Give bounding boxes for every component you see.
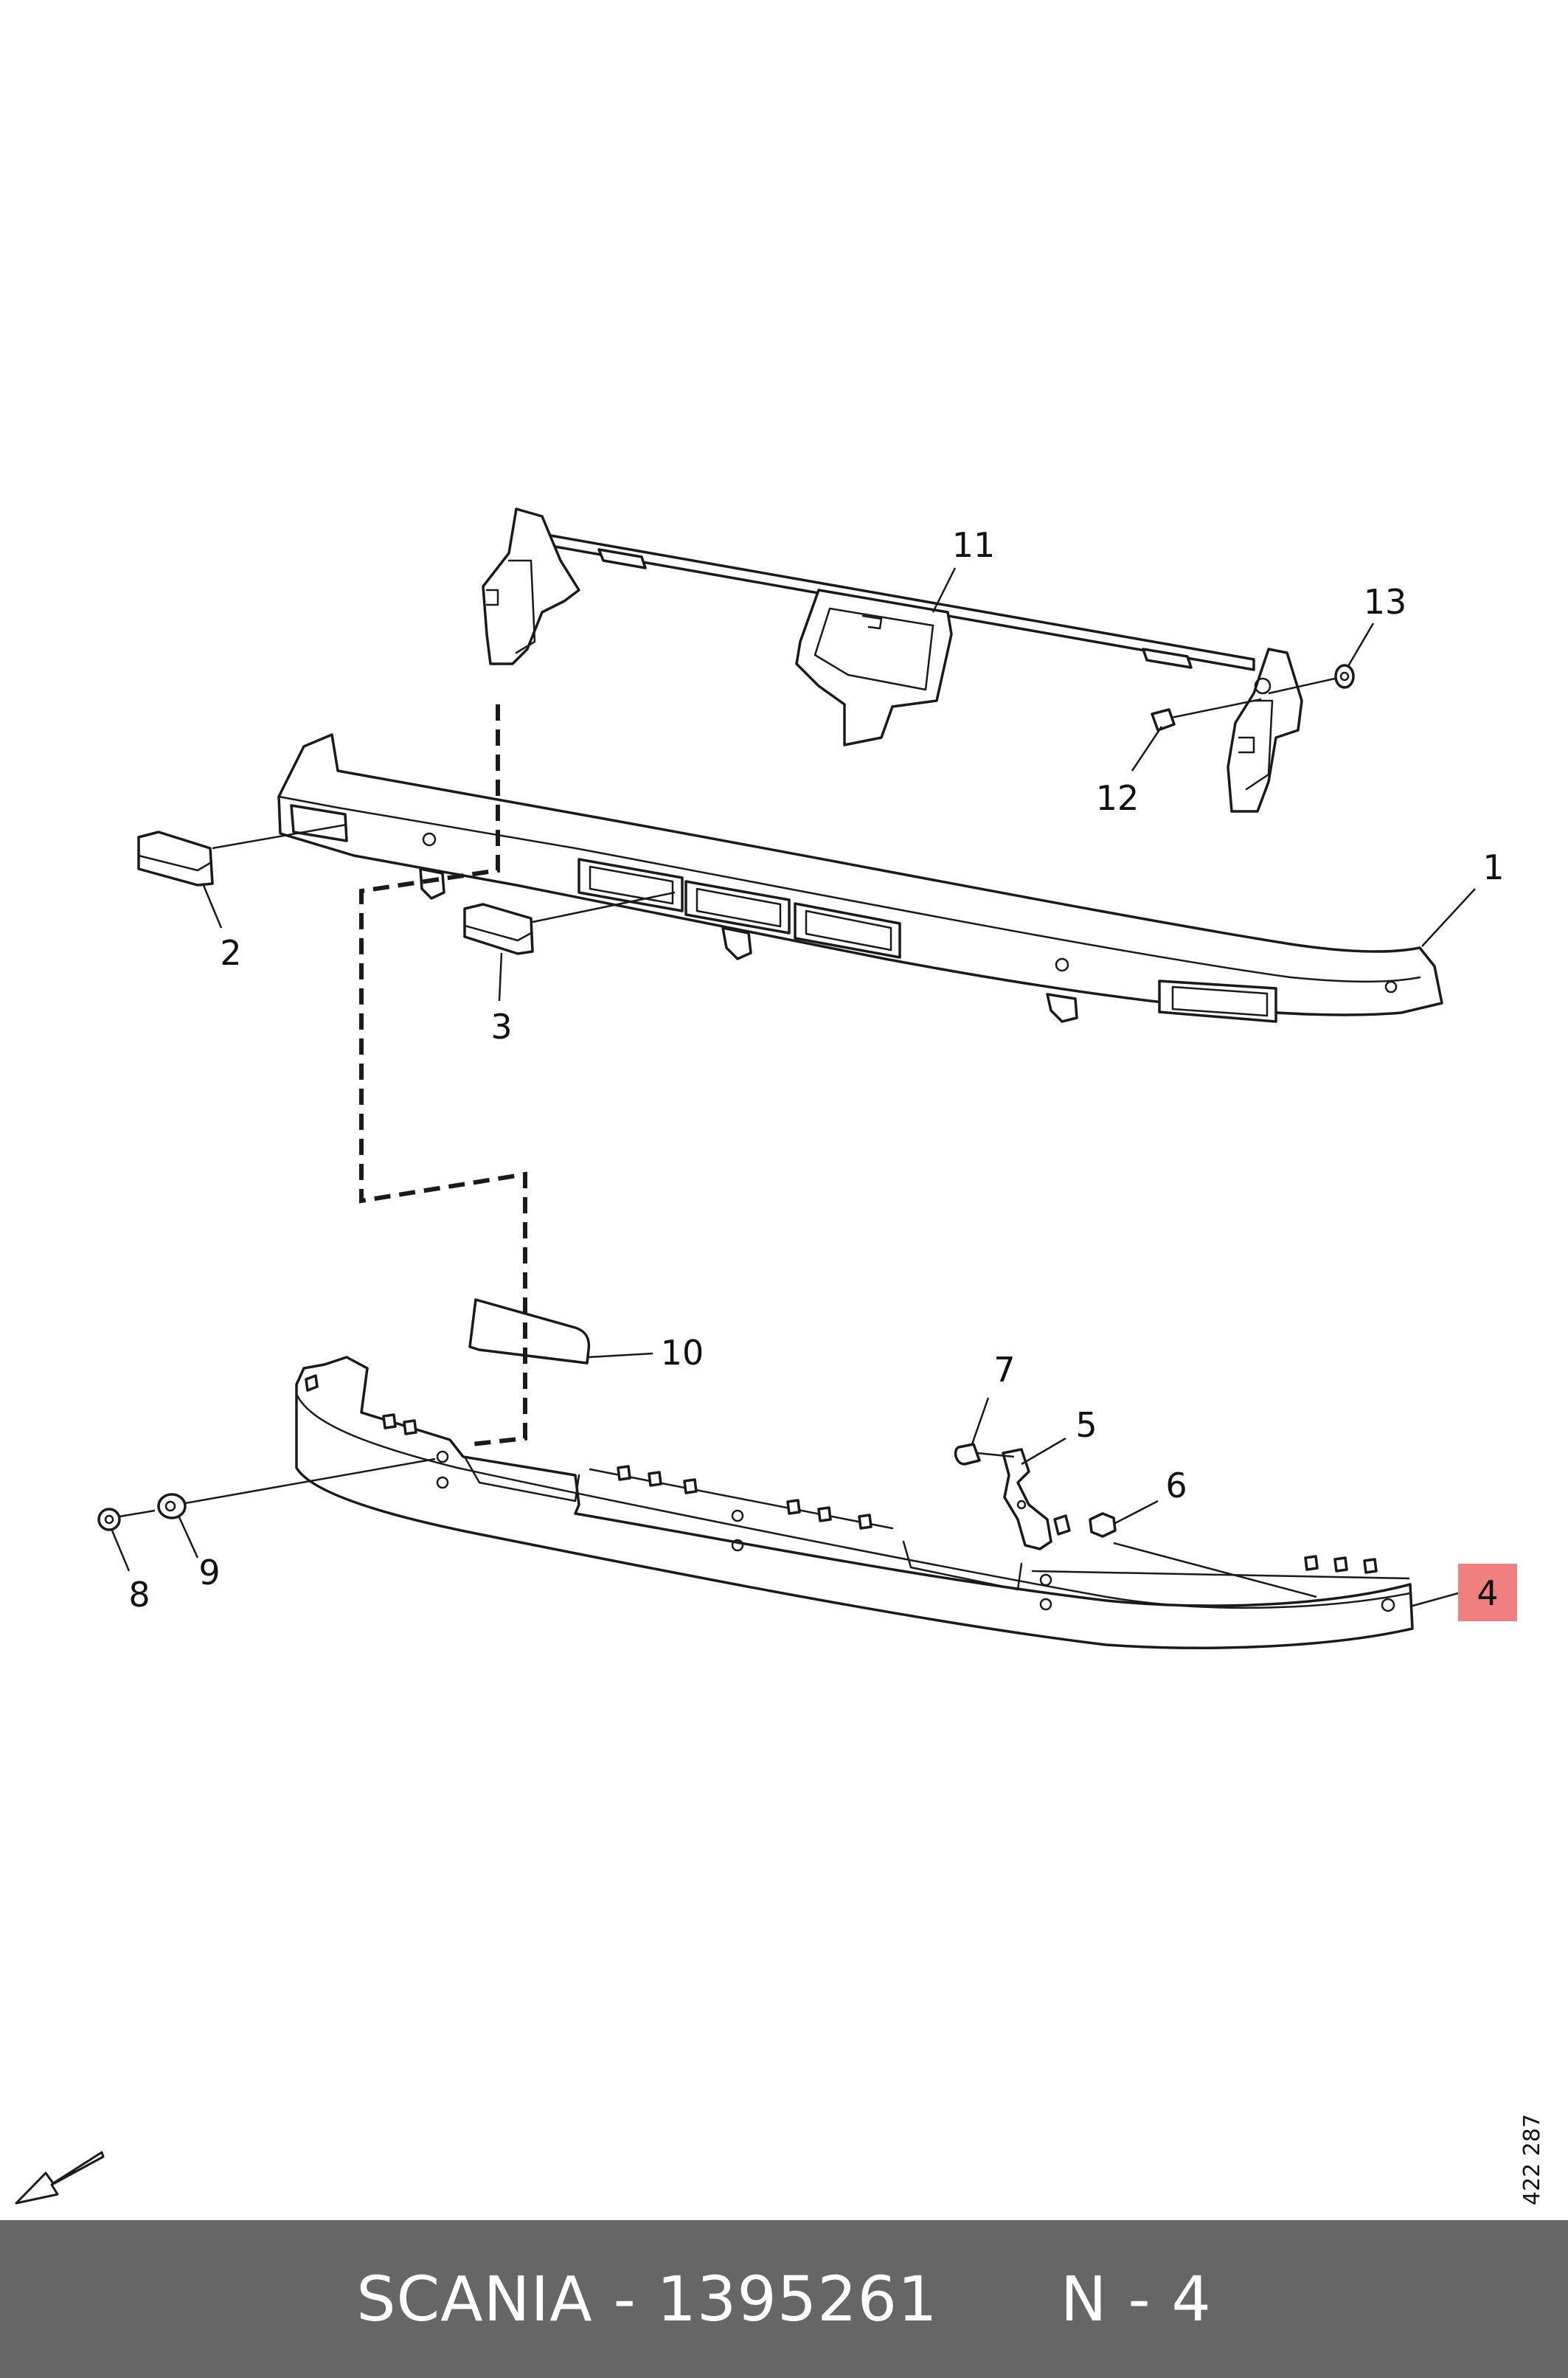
part-9-washer bbox=[157, 1457, 436, 1559]
callout-9: 9 bbox=[198, 1553, 220, 1592]
callout-8: 8 bbox=[128, 1575, 150, 1615]
part-10-cover-plate bbox=[468, 1298, 653, 1365]
footer-separator: - bbox=[613, 2263, 636, 2335]
callout-11: 11 bbox=[952, 525, 996, 565]
callout-13: 13 bbox=[1364, 582, 1407, 622]
part-13-washer bbox=[1268, 664, 1355, 695]
leader-1 bbox=[1421, 888, 1476, 947]
part-8-screw bbox=[97, 1508, 156, 1572]
callout-2: 2 bbox=[220, 933, 241, 973]
callout-6: 6 bbox=[1165, 1466, 1187, 1505]
callout-4: 4 bbox=[1477, 1573, 1498, 1613]
footer-position-label: N - 4 bbox=[1060, 2263, 1212, 2335]
part-6-nut bbox=[1053, 1500, 1317, 1598]
footer-bar: SCANIA - 1395261 N - 4 bbox=[0, 2220, 1568, 2378]
part-11-mounting-frame bbox=[482, 507, 1303, 813]
part-12-bolt bbox=[1151, 698, 1262, 732]
leader-11 bbox=[932, 567, 957, 613]
leader-12 bbox=[1131, 726, 1163, 772]
part-4-lower-spoiler bbox=[295, 1356, 1459, 1649]
arrow-down-left-icon bbox=[15, 2151, 105, 2205]
callout-10: 10 bbox=[661, 1333, 704, 1373]
part-3-marker-lamp bbox=[463, 891, 676, 1002]
footer-caption: SCANIA - 1395261 N - 4 bbox=[0, 2220, 1568, 2378]
part-2-marker-lamp bbox=[137, 823, 347, 929]
part-1-bumper-bar bbox=[277, 733, 1443, 1023]
callout-1: 1 bbox=[1482, 847, 1504, 887]
callout-3: 3 bbox=[490, 1007, 512, 1047]
exploded-parts-diagram: 1 2 3 4 5 6 7 8 9 10 11 12 13 bbox=[15, 507, 1517, 2205]
drawing-reference-number: 422 287 bbox=[1519, 2113, 1545, 2205]
footer-brand: SCANIA bbox=[356, 2263, 593, 2335]
callout-4-highlight bbox=[1458, 1564, 1517, 1621]
part-7-spacer bbox=[954, 1397, 1015, 1466]
footer-part-number: 1395261 bbox=[656, 2263, 938, 2335]
part-5-bracket bbox=[1002, 1437, 1066, 1550]
callout-5: 5 bbox=[1075, 1405, 1097, 1445]
callout-12: 12 bbox=[1096, 778, 1139, 818]
callout-7: 7 bbox=[993, 1350, 1015, 1390]
leader-13 bbox=[1347, 623, 1375, 667]
assembly-guide-lines bbox=[359, 704, 527, 1446]
